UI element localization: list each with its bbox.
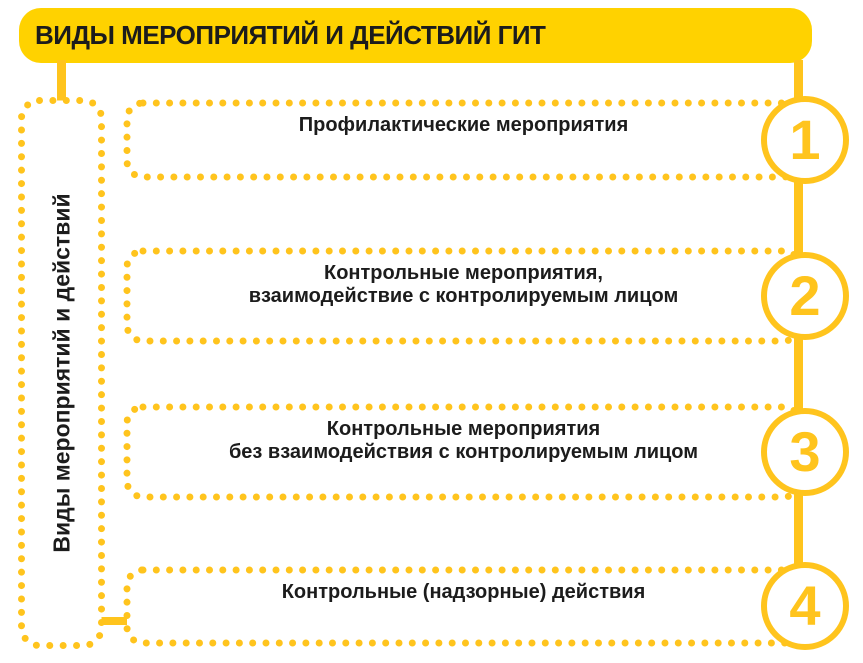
box1-label: Профилактические мероприятия [298, 114, 629, 136]
connector-sidebar-to-box4 [99, 617, 134, 625]
box4-label: Контрольные (надзорные) действия [281, 581, 646, 603]
box2-label-line2: взаимодействие с контролируемым лицом [248, 285, 679, 307]
box-control-measures-with-interaction: Контрольные мероприятия, взаимодействие … [122, 246, 805, 346]
sidebar-group: Виды мероприятий и действий [14, 93, 109, 653]
box2-label-line1: Контрольные мероприятия, [323, 262, 603, 284]
box3-label-line1: Контрольные мероприятия [326, 418, 601, 440]
number-badge-3: 3 [761, 408, 849, 496]
box-supervisory-actions: Контрольные (надзорные) действия [122, 565, 805, 648]
sidebar-dotted-border [18, 97, 105, 649]
number-1: 1 [789, 108, 821, 171]
number-badge-2: 2 [761, 252, 849, 340]
sidebar-label: Виды мероприятий и действий [48, 193, 74, 553]
number-4: 4 [789, 574, 821, 637]
connector-title-to-sidebar [57, 60, 66, 102]
box3-label-line2: без взаимодействия с контролируемым лицо… [228, 441, 699, 463]
box-control-measures-without-interaction: Контрольные мероприятия без взаимодейств… [122, 402, 805, 502]
number-badge-1: 1 [761, 96, 849, 184]
number-3: 3 [789, 420, 821, 483]
box-preventive-measures: Профилактические мероприятия [122, 98, 805, 182]
title-bar: ВИДЫ МЕРОПРИЯТИЙ И ДЕЙСТВИЙ ГИТ [19, 8, 812, 63]
box1-dotted-border [123, 99, 804, 181]
page-title: ВИДЫ МЕРОПРИЯТИЙ И ДЕЙСТВИЙ ГИТ [35, 20, 546, 50]
number-2: 2 [789, 264, 821, 327]
box4-dotted-border [123, 566, 804, 647]
number-badge-4: 4 [761, 562, 849, 650]
